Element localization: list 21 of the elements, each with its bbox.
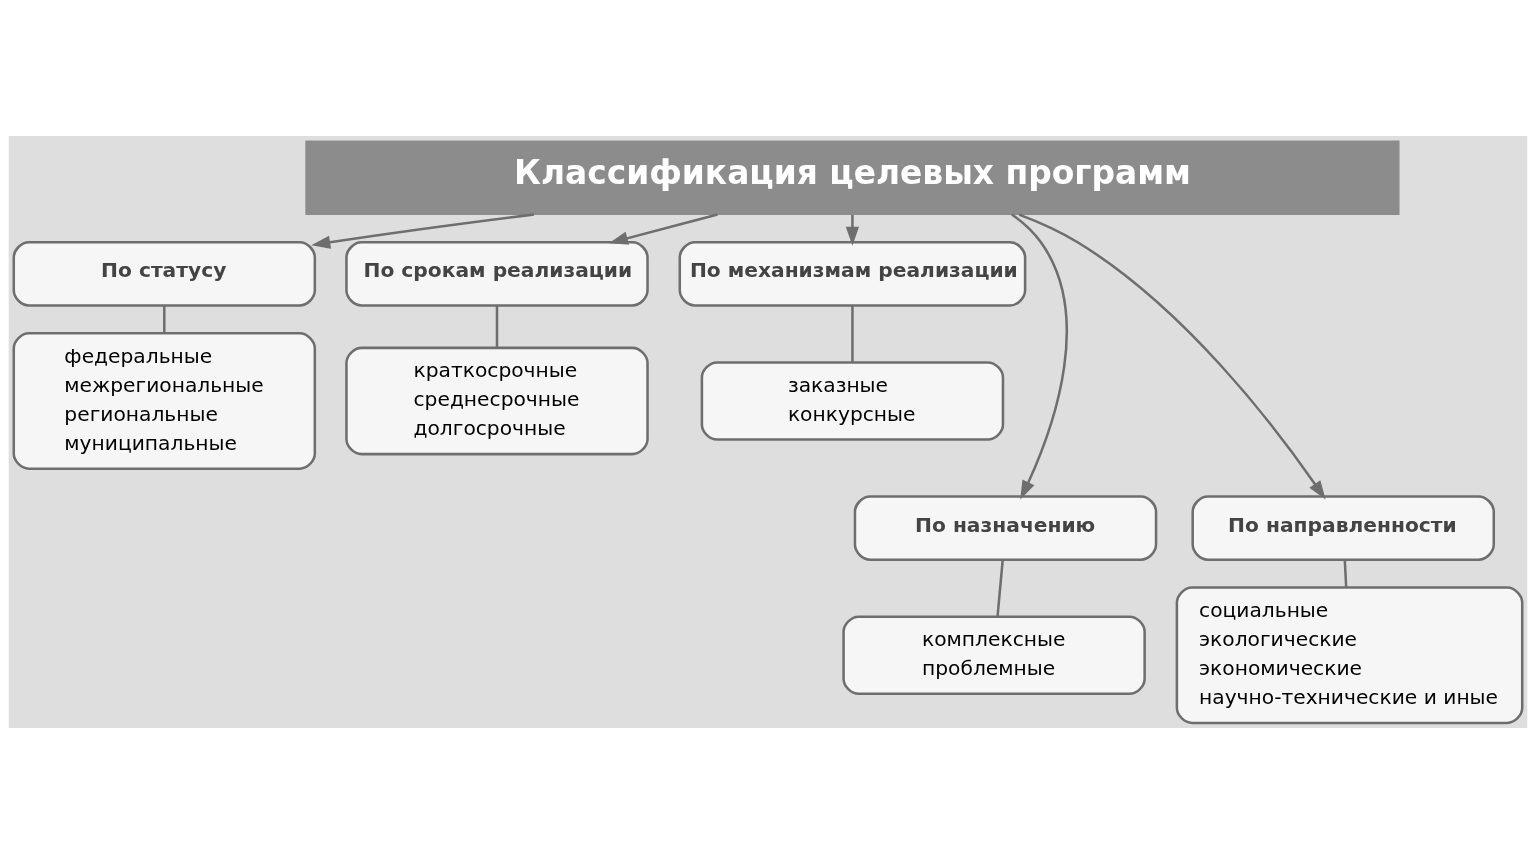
node-box: федеральные межрегиональные региональные муниципальные [12,332,317,470]
arrow [608,213,718,245]
connector [996,559,1004,617]
connector [1343,559,1348,588]
node-box: По статусу [12,241,317,307]
node-box: краткосрочные среднесрочные долгосрочные [345,346,649,456]
node-box: По срокам реализации [345,241,649,307]
node-box: По назначению [853,495,1158,562]
arrow [1011,213,1068,500]
node-box: По механизмам реализации [678,241,1027,307]
node-box: социальные экологические экономические научно-технические и иные [1175,586,1524,725]
arrow [1018,213,1326,500]
connector [163,305,166,333]
connector [495,305,499,348]
node-box: заказные конкурсные [700,361,1005,441]
arrow [311,213,535,249]
node-box: По направленности [1191,495,1496,562]
node-box: комплексные проблемные [842,615,1146,696]
node-box: Классификация целевых программ [305,140,1400,216]
arrow [845,214,860,246]
connector [851,305,854,362]
